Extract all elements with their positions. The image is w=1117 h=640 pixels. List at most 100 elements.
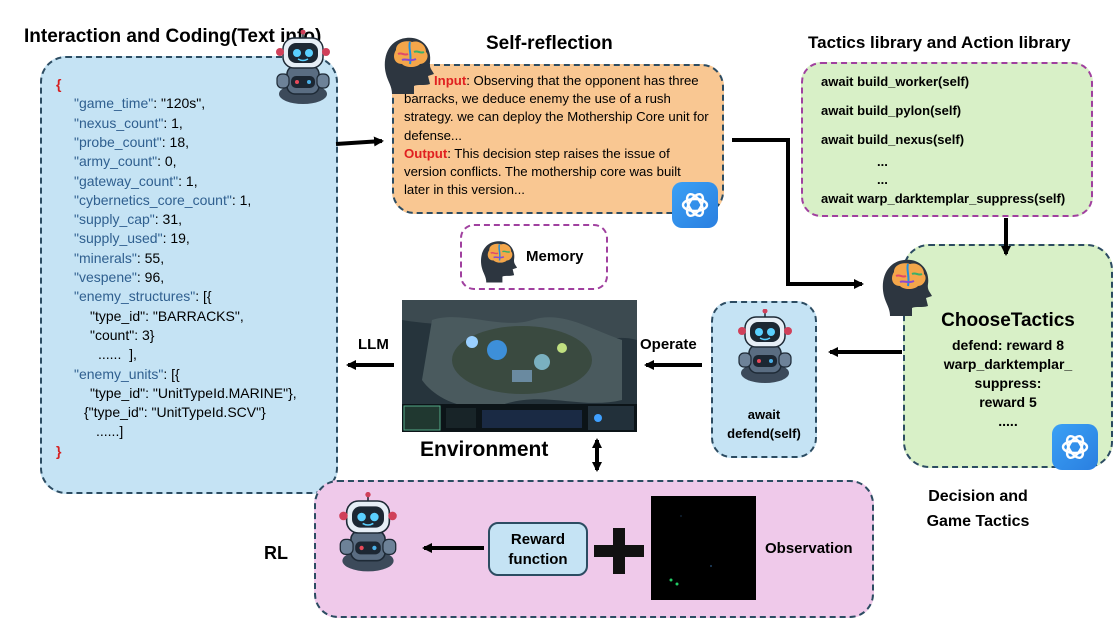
output-text: : This decision step raises the issue of… <box>404 145 681 198</box>
json-line: "game_time": "120s", <box>74 95 205 111</box>
json-brace: { <box>56 76 62 92</box>
json-line: } <box>56 443 61 459</box>
json-line: "gateway_count": 1, <box>74 173 198 189</box>
tactic-item: await build_pylon(self) <box>821 103 962 118</box>
json-key: "nexus_count" <box>74 114 164 131</box>
tactic-item: await build_nexus(self) <box>821 132 965 147</box>
json-value: "type_id": "BARRACKS", <box>90 307 244 324</box>
json-line: "enemy_units": [{ <box>74 366 180 382</box>
tactic-reward-line: warp_darktemplar_ <box>943 356 1073 372</box>
llm-arrow-label: LLM <box>358 336 389 353</box>
json-line: "supply_used": 19, <box>74 230 190 246</box>
arrow-icon <box>732 138 864 289</box>
json-line: "probe_count": 18, <box>74 134 189 150</box>
json-key: "minerals" <box>74 249 137 266</box>
json-key: "supply_used" <box>74 230 163 247</box>
reward-line: Reward <box>510 531 566 548</box>
json-line: "vespene": 96, <box>74 269 164 285</box>
reward-function-box: Reward function <box>488 522 588 576</box>
decision-caption-line: Game Tactics <box>926 513 1030 530</box>
tactics-library-panel: await build_worker(self) await build_pyl… <box>801 62 1093 217</box>
reward-line: function <box>508 551 568 568</box>
tactic-item: ... <box>877 154 888 169</box>
json-value: ......] <box>96 423 124 440</box>
json-key: "enemy_structures" <box>74 288 196 305</box>
operate-panel: await defend(self) <box>711 301 817 458</box>
json-line: "type_id": "UnitTypeId.MARINE"}, <box>90 385 297 401</box>
input-label: Input <box>434 73 467 88</box>
json-line: "minerals": 55, <box>74 250 164 266</box>
json-line: "enemy_structures": [{ <box>74 288 212 304</box>
operate-action-line: defend(self) <box>727 426 801 441</box>
json-line: ......] <box>96 423 123 439</box>
json-value: : 96, <box>136 269 165 285</box>
json-value: : 1, <box>163 114 183 131</box>
tactic-reward-line: reward 5 <box>979 394 1037 410</box>
json-value: : [{ <box>195 288 212 305</box>
json-key: "cybernetics_core_count" <box>74 191 232 208</box>
json-value: : [{ <box>163 365 180 382</box>
memory-label: Memory <box>526 248 584 265</box>
tactic-item: ... <box>877 172 888 187</box>
self-reflection-title: Self-reflection <box>486 33 613 54</box>
json-key: "vespene" <box>74 269 137 285</box>
json-key: "game_time" <box>74 95 154 112</box>
tactic-reward-line: defend: reward 8 <box>951 337 1065 353</box>
json-key: "enemy_units" <box>74 365 164 382</box>
choose-tactics-body: defend: reward 8 warp_darktemplar_ suppr… <box>905 336 1111 431</box>
decision-caption: Decision and Game Tactics <box>908 484 1048 534</box>
text-info-panel: {"game_time": "120s","nexus_count": 1,"p… <box>40 56 338 494</box>
arrow-icon <box>335 136 384 147</box>
json-value: : 19, <box>162 230 190 247</box>
self-reflection-panel <box>392 64 724 214</box>
json-line: "army_count": 0, <box>74 153 177 169</box>
json-value: ...... ], <box>98 346 137 363</box>
json-line: { <box>56 76 61 92</box>
json-value: "count": 3} <box>90 326 155 343</box>
json-value: : 18, <box>161 133 190 150</box>
json-value: : 1, <box>231 191 252 208</box>
observation-label: Observation <box>765 540 853 557</box>
json-brace: } <box>56 442 62 459</box>
json-key: "supply_cap" <box>74 211 155 228</box>
json-line: "cybernetics_core_count": 1, <box>74 192 251 208</box>
tactic-reward-line: suppress: <box>974 375 1042 391</box>
decision-caption-line: Decision and <box>928 488 1028 505</box>
rl-label: RL <box>264 543 288 563</box>
self-reflection-text: Input: Observing that the opponent has t… <box>404 72 709 199</box>
left-panel-title: Interaction and Coding(Text info) <box>24 26 322 47</box>
json-value: : 0, <box>157 153 177 170</box>
json-value: "type_id": "UnitTypeId.MARINE"}, <box>90 384 297 401</box>
json-line: "nexus_count": 1, <box>74 115 183 131</box>
json-key: "probe_count" <box>74 133 162 150</box>
openai-logo-icon <box>1052 424 1098 470</box>
plus-icon <box>594 528 644 574</box>
operate-arrow-label: Operate <box>640 336 697 353</box>
json-value: : 1, <box>178 172 198 189</box>
game-screenshot <box>402 300 637 432</box>
tactic-reward-line: ..... <box>998 413 1018 429</box>
operate-action: await defend(self) <box>713 405 815 443</box>
tactics-library-title: Tactics library and Action library <box>808 33 1071 52</box>
json-line: "count": 3} <box>90 327 154 343</box>
json-line: {"type_id": "UnitTypeId.SCV"} <box>84 404 266 420</box>
json-value: : 31, <box>154 211 183 228</box>
json-key: "gateway_count" <box>74 172 179 189</box>
operate-action-line: await <box>747 407 781 422</box>
json-line: "type_id": "BARRACKS", <box>90 308 244 324</box>
json-value: {"type_id": "UnitTypeId.SCV"} <box>84 404 266 421</box>
observation-image <box>651 496 756 600</box>
choose-tactics-title: ChooseTactics <box>941 310 1075 331</box>
json-value: : "120s", <box>153 95 206 112</box>
json-key: "army_count" <box>74 153 158 170</box>
environment-label: Environment <box>420 438 549 461</box>
memory-panel: Memory <box>460 224 608 290</box>
json-line: ...... ], <box>98 346 137 362</box>
openai-logo-icon <box>672 182 718 228</box>
tactic-item: await warp_darktemplar_suppress(self) <box>821 191 1066 206</box>
output-label: Output <box>404 145 448 161</box>
json-value: : 55, <box>136 249 165 266</box>
tactic-item: await build_worker(self) <box>821 74 970 89</box>
json-line: "supply_cap": 31, <box>74 211 182 227</box>
